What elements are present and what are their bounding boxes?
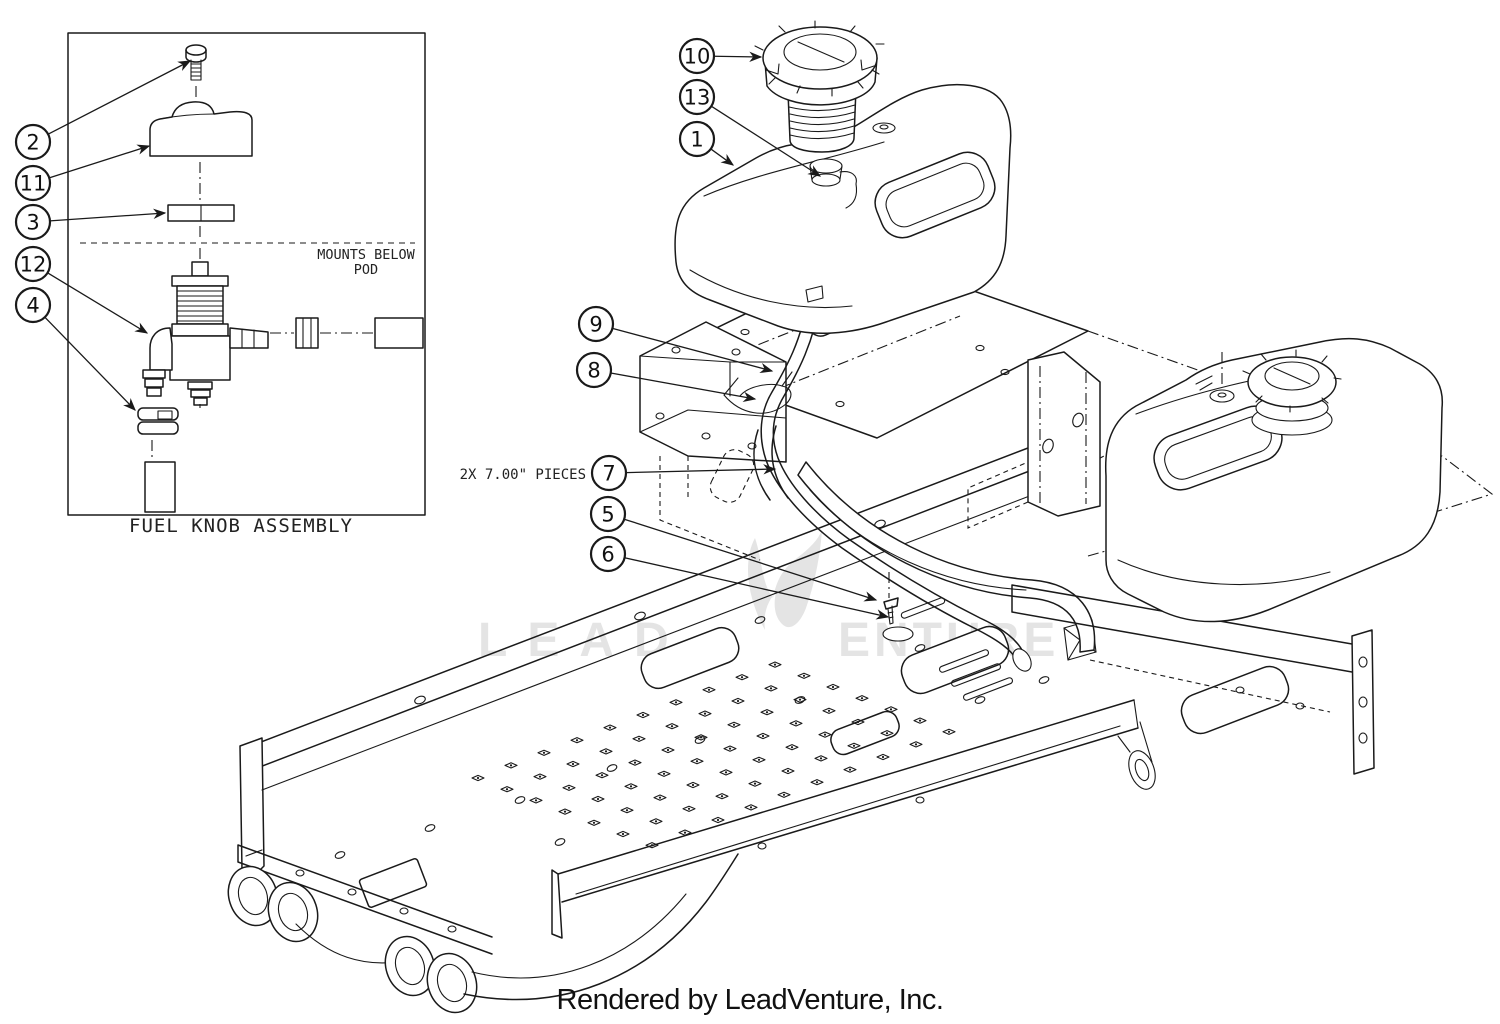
- bumper-bar: [551, 699, 1156, 939]
- callout-number-8: 8: [587, 359, 600, 383]
- callout-5: 5: [589, 495, 878, 602]
- inset-knob: [149, 101, 253, 200]
- callout-circle-2: [14, 123, 52, 161]
- mounts-note-line1: MOUNTS BELOW: [317, 247, 415, 263]
- callout-number-1: 1: [690, 128, 703, 152]
- callout-number-13: 13: [684, 86, 711, 110]
- callout-circle-6: [589, 535, 627, 573]
- right-tank-fitting: [1195, 352, 1235, 403]
- callout-4: 4: [14, 286, 136, 411]
- callout-circle-1: [678, 120, 716, 158]
- inset-end-piece: [374, 317, 424, 349]
- leader-line-3: [49, 208, 167, 222]
- inset-spacer: [167, 204, 235, 240]
- inset-border: [67, 32, 426, 516]
- right-fuel-tank: [1104, 337, 1444, 623]
- inset-screw: [185, 44, 207, 100]
- callout-11: 11: [14, 144, 151, 202]
- callout-number-4: 4: [26, 294, 39, 318]
- leader-line-1: [710, 148, 735, 166]
- leader-line-5: [623, 518, 878, 602]
- support-arm: [797, 461, 1096, 653]
- leader-line-4: [44, 316, 136, 411]
- callout-number-5: 5: [601, 503, 614, 527]
- callout-number-10: 10: [684, 45, 711, 69]
- callout-number-2: 2: [26, 131, 39, 155]
- callout-circle-9: [577, 305, 615, 343]
- inset-fuel-valve: [142, 248, 424, 406]
- vent-slots: [900, 597, 1014, 701]
- callout-circle-3: [14, 203, 52, 241]
- fuel-cap-upper: [754, 20, 885, 106]
- chassis-frame: [227, 447, 1494, 1014]
- callout-circle-8: [575, 351, 613, 389]
- leader-line-7: [625, 464, 777, 475]
- foot-plate-perforations: [471, 661, 956, 849]
- caster-assembly-right: [384, 853, 739, 1014]
- caster-assembly-left: [227, 844, 493, 964]
- leader-line-10: [713, 51, 763, 63]
- callout-3: 3: [14, 203, 167, 241]
- callout-circle-12: [14, 245, 52, 283]
- upper-fuel-tank: [674, 20, 1012, 334]
- deck-plate: [334, 597, 1290, 908]
- footer-credit: Rendered by LeadVenture, Inc.: [556, 984, 944, 1016]
- callout-6: 6: [589, 535, 890, 620]
- hose-clip: [723, 371, 793, 414]
- fuel-line-hose: [753, 212, 1032, 672]
- callout-number-12: 12: [20, 253, 47, 277]
- callout-circle-4: [14, 286, 52, 324]
- mounts-note-line2: POD: [354, 262, 378, 278]
- leader-line-13: [710, 105, 822, 177]
- vent-fitting: [872, 122, 896, 134]
- callout-circle-11: [14, 164, 52, 202]
- leadventure-flame-icon: [748, 530, 822, 630]
- inset-panel: MOUNTS BELOW POD: [67, 32, 426, 537]
- callout-circle-5: [589, 495, 627, 533]
- callout-number-3: 3: [26, 211, 39, 235]
- leader-line-8: [610, 372, 757, 403]
- callout-number-7: 7: [602, 462, 615, 486]
- callout-circle-10: [678, 37, 716, 75]
- support-bracket-vertical: [967, 351, 1101, 529]
- callout-circle-7: [590, 454, 628, 492]
- callout-number-6: 6: [601, 543, 614, 567]
- callout-1: 1: [678, 120, 735, 166]
- inset-caption: FUEL KNOB ASSEMBLY: [129, 515, 353, 537]
- pieces-note: 2X 7.00" PIECES: [460, 467, 586, 483]
- callout-circle-13: [678, 78, 716, 116]
- mounting-screw: [882, 572, 914, 642]
- mounting-bracket: [639, 321, 787, 561]
- callout-7: 7: [590, 454, 777, 492]
- leader-line-11: [48, 144, 151, 179]
- leader-line-2: [47, 60, 192, 135]
- inset-clip: [137, 404, 201, 458]
- front-left-rail: [239, 447, 1041, 877]
- callout-10: 10: [678, 37, 763, 75]
- leader-line-9: [612, 327, 774, 374]
- leader-line-12: [47, 272, 149, 334]
- inset-hose-piece: [144, 461, 176, 513]
- callout-9: 9: [577, 305, 774, 374]
- callout-12: 12: [14, 245, 149, 334]
- callout-8: 8: [575, 351, 757, 403]
- fuel-cap-right: [1242, 349, 1342, 436]
- callouts-layer: 2 11 3 12 4 10 13 1 9 8 7 5 6: [14, 37, 890, 620]
- callout-13: 13: [678, 78, 822, 177]
- callout-2: 2: [14, 60, 192, 161]
- callout-number-11: 11: [20, 172, 47, 196]
- callout-number-9: 9: [589, 313, 602, 337]
- inset-coupler: [295, 317, 319, 349]
- leader-line-6: [624, 557, 890, 620]
